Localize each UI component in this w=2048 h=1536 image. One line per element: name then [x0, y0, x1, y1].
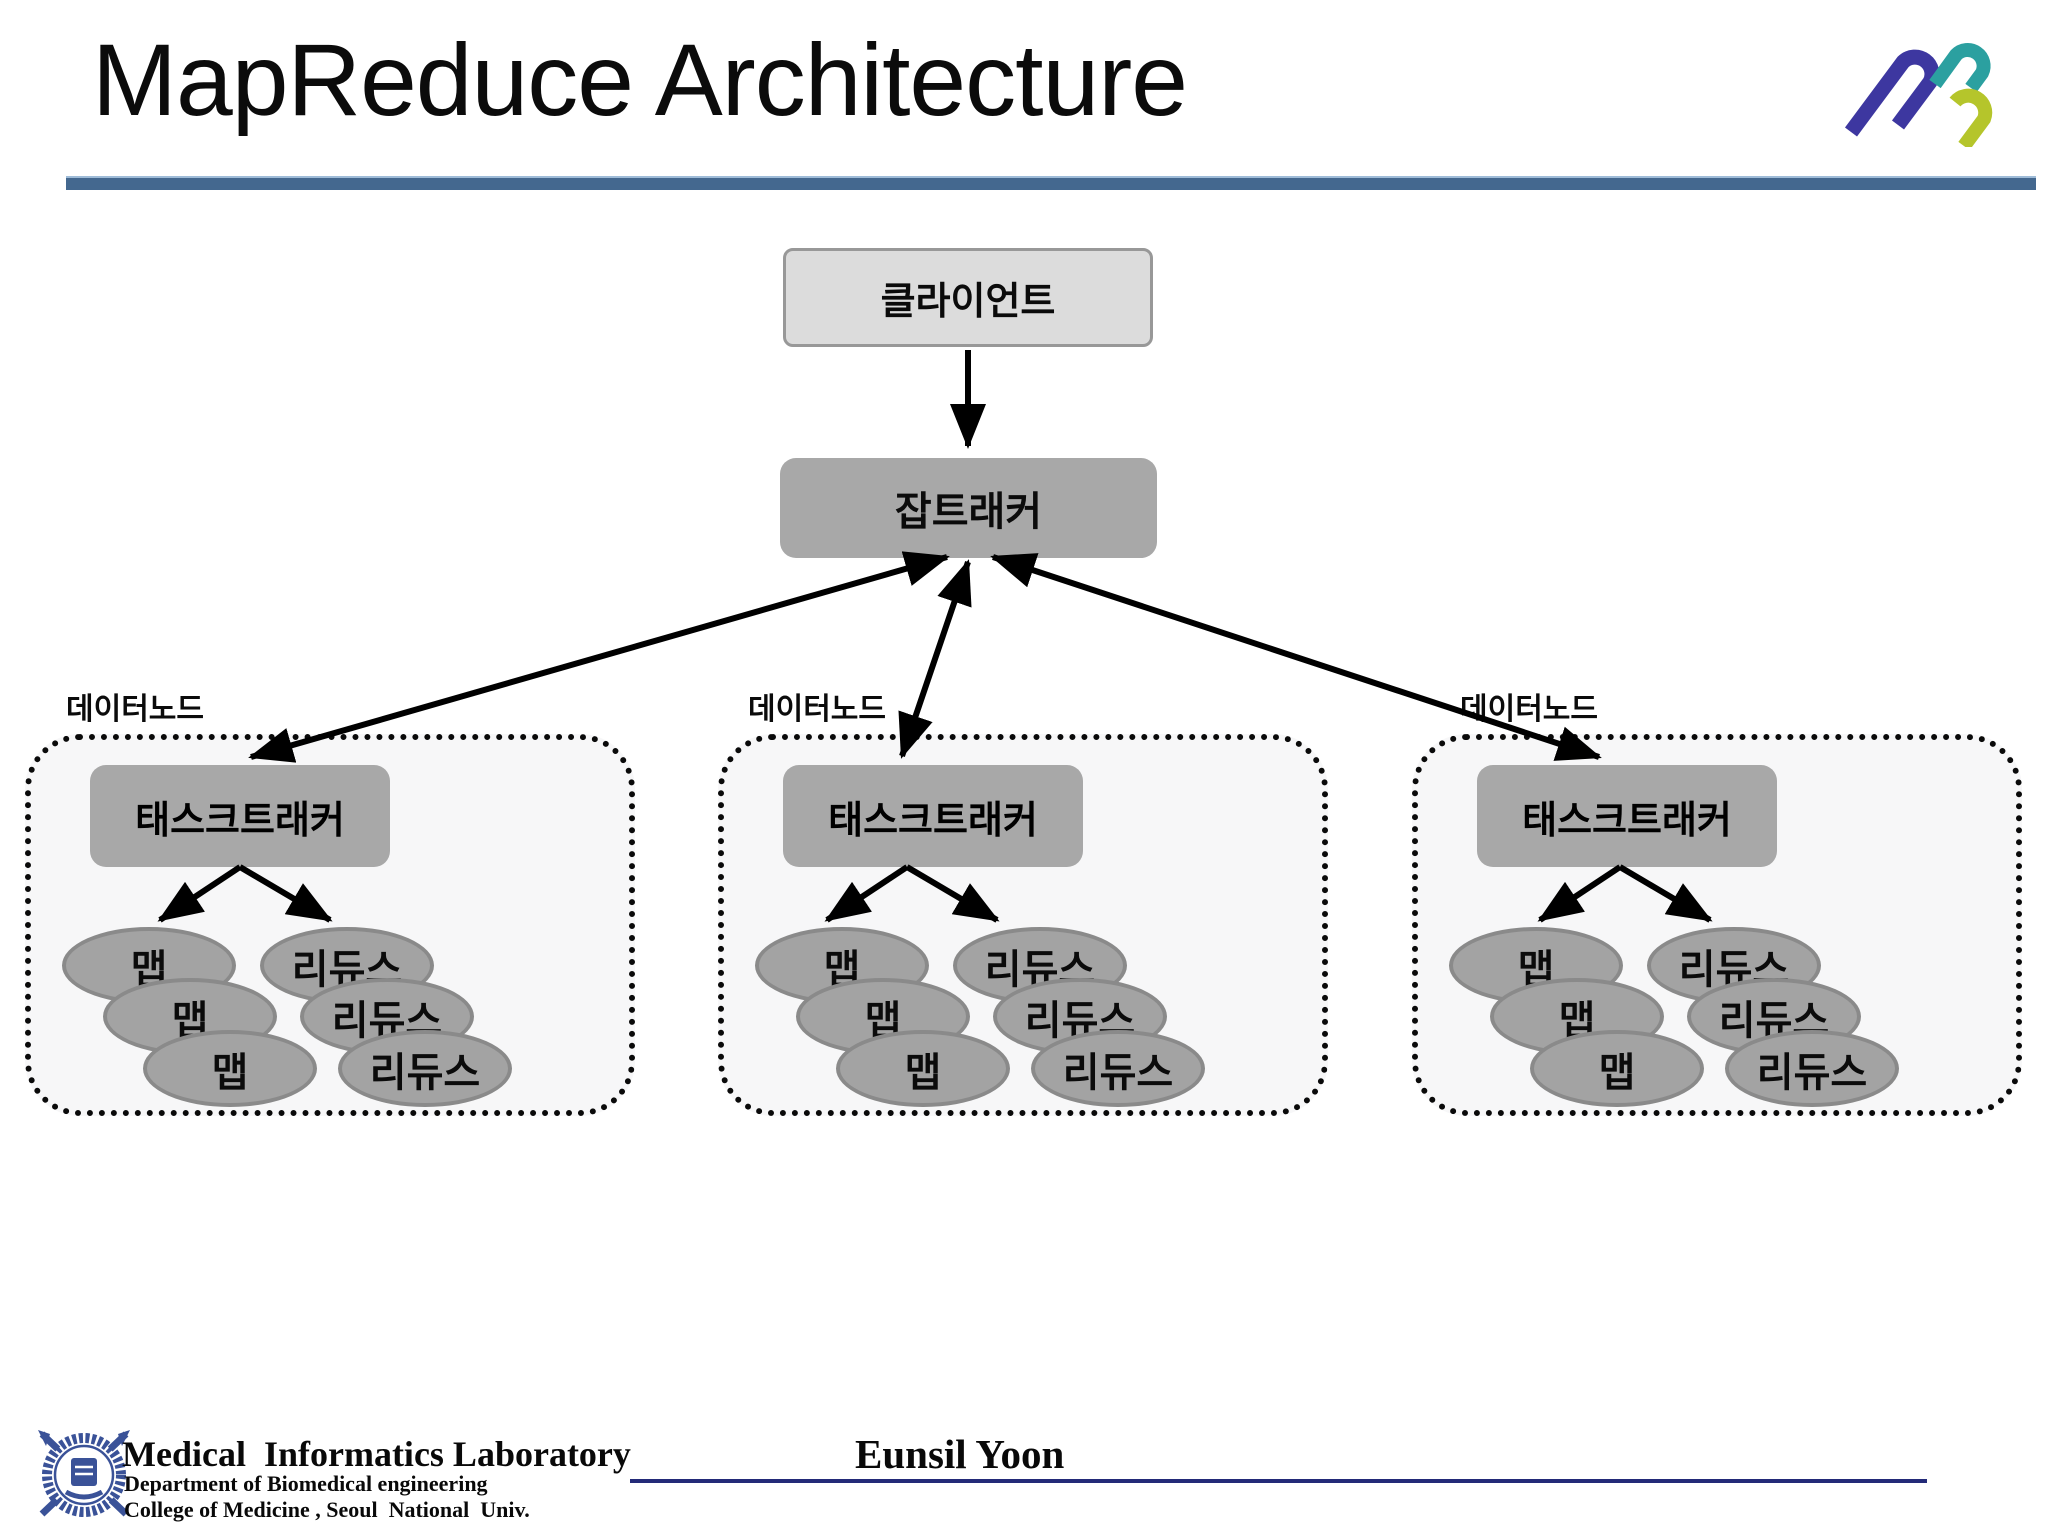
map-label: 맵 — [1598, 1050, 1636, 1095]
reduce-task-ellipse: 리듀스 — [1031, 1030, 1205, 1107]
task-tracker-node: 태스크트래커 — [90, 765, 390, 867]
university-emblem — [38, 1430, 130, 1517]
task-tracker-label: 태스크트래커 — [1522, 799, 1732, 842]
reduce-label: 리듀스 — [1756, 1050, 1868, 1095]
page-title: MapReduce Architecture — [92, 23, 1188, 137]
footer-divider-line — [630, 1479, 1927, 1483]
job-tracker-label: 잡트래커 — [894, 490, 1043, 534]
title-underline-bar — [66, 176, 2036, 190]
department-line: Department of Biomedical engineering — [124, 1471, 488, 1496]
datanode-2-label: 데이터노드 — [748, 693, 886, 726]
datanode-1-container: 태스크트래커 맵 맵 맵 리듀스 리듀스 리듀스 — [25, 734, 635, 1116]
datanode-1-label: 데이터노드 — [66, 693, 204, 726]
datanode-3-container: 태스크트래커 맵 맵 맵 리듀스 리듀스 리듀스 — [1412, 734, 2022, 1116]
reduce-label: 리듀스 — [369, 1050, 481, 1095]
arrow-jobtracker-datanode2 — [898, 559, 972, 759]
client-node: 클라이언트 — [783, 248, 1153, 347]
lab-name: Medical Informatics Laboratory — [122, 1434, 631, 1474]
map-task-ellipse: 맵 — [1530, 1030, 1704, 1107]
task-tracker-node: 태스크트래커 — [1477, 765, 1777, 867]
task-tracker-node: 태스크트래커 — [783, 765, 1083, 867]
datanode-2-container: 태스크트래커 맵 맵 맵 리듀스 리듀스 리듀스 — [718, 734, 1328, 1116]
reduce-label: 리듀스 — [1062, 1050, 1174, 1095]
author-name: Eunsil Yoon — [855, 1431, 1065, 1477]
datanode-3-label: 데이터노드 — [1460, 693, 1598, 726]
job-tracker-node: 잡트래커 — [780, 458, 1157, 558]
map-task-ellipse: 맵 — [143, 1030, 317, 1107]
college-line: College of Medicine , Seoul National Uni… — [124, 1497, 530, 1522]
task-tracker-label: 태스크트래커 — [135, 799, 345, 842]
map-label: 맵 — [904, 1050, 942, 1095]
reduce-task-ellipse: 리듀스 — [1725, 1030, 1899, 1107]
lab-logo-icon — [1844, 43, 1993, 147]
map-task-ellipse: 맵 — [836, 1030, 1010, 1107]
map-label: 맵 — [211, 1050, 249, 1095]
reduce-task-ellipse: 리듀스 — [338, 1030, 512, 1107]
task-tracker-label: 태스크트래커 — [828, 799, 1038, 842]
client-label: 클라이언트 — [880, 281, 1056, 323]
